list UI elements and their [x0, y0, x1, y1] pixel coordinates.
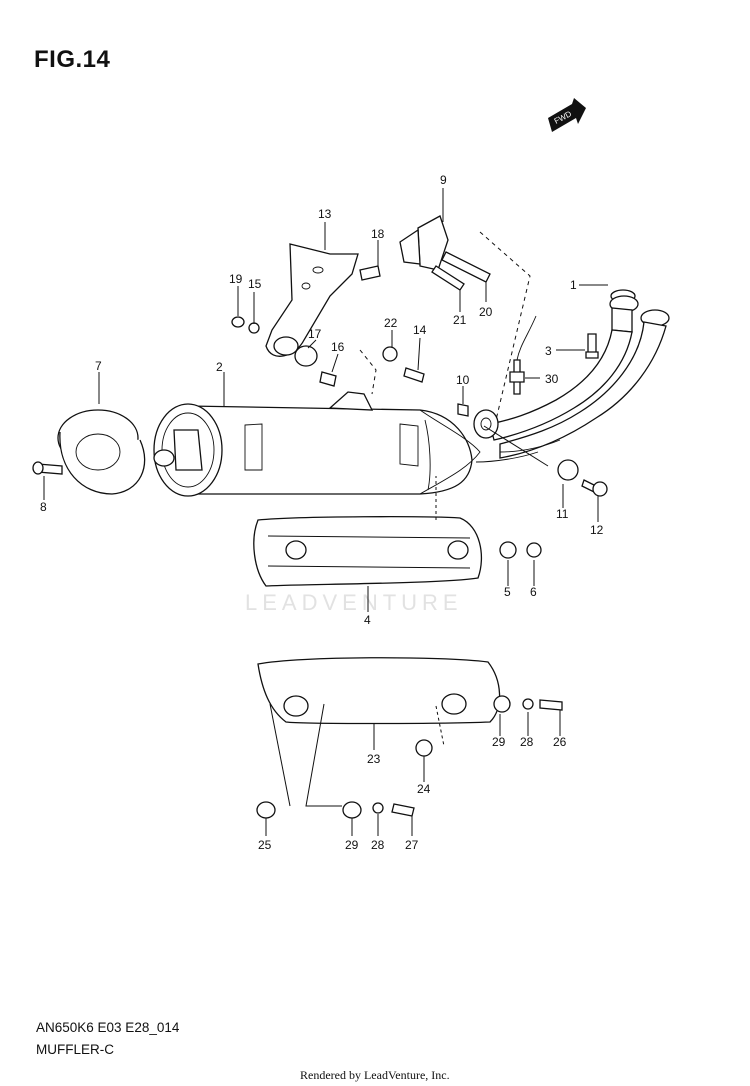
callout-28-upper: 28 [520, 735, 534, 749]
callout-29-lower: 29 [345, 838, 359, 852]
callout-10: 10 [456, 373, 470, 387]
callout-5: 5 [504, 585, 511, 599]
callout-17: 17 [308, 327, 322, 341]
callout-3: 3 [545, 344, 552, 358]
callout-9: 9 [440, 173, 447, 187]
muffler-bracket [231, 243, 359, 387]
model-code: AN650K6 E03 E28_014 [36, 1020, 180, 1035]
callout-2: 2 [216, 360, 223, 374]
callout-27: 27 [405, 838, 419, 852]
figure-title: FIG.14 [34, 46, 111, 73]
muffler-body [153, 391, 481, 497]
callout-14: 14 [413, 323, 427, 337]
heat-shield-upper [253, 516, 542, 587]
callout-16: 16 [331, 340, 345, 354]
callout-19: 19 [229, 272, 243, 286]
callout-22: 22 [384, 316, 398, 330]
callout-12: 12 [590, 523, 604, 537]
callout-29-upper: 29 [492, 735, 506, 749]
callout-15: 15 [248, 277, 262, 291]
end-cap [32, 409, 146, 495]
callout-20: 20 [479, 305, 493, 319]
callout-8: 8 [40, 500, 47, 514]
callout-24: 24 [417, 782, 431, 796]
hanger-bracket [359, 215, 491, 417]
section-name: MUFFLER-C [36, 1042, 114, 1057]
mount-bushing [557, 459, 608, 497]
forward-arrow-badge: FWD [548, 98, 586, 132]
exhaust-pipe [473, 289, 670, 463]
callout-26: 26 [553, 735, 567, 749]
rendered-by-credit: Rendered by LeadVenture, Inc. [300, 1068, 450, 1082]
callout-23: 23 [367, 752, 381, 766]
callout-6: 6 [530, 585, 537, 599]
callout-30: 30 [545, 372, 559, 386]
watermark: LEADVENTURE [245, 590, 463, 615]
callout-labels: 1 2 3 4 5 6 7 8 9 10 11 12 13 14 15 16 1… [40, 173, 604, 852]
callout-1: 1 [570, 278, 577, 292]
callout-28-lower: 28 [371, 838, 385, 852]
callout-25: 25 [258, 838, 272, 852]
callout-13: 13 [318, 207, 332, 221]
callout-11: 11 [556, 507, 569, 521]
heat-shield-lower [256, 657, 563, 819]
callout-4: 4 [364, 613, 371, 627]
leader-lines [43, 188, 608, 836]
callout-7: 7 [95, 359, 102, 373]
callout-18: 18 [371, 227, 385, 241]
callout-21: 21 [453, 313, 467, 327]
